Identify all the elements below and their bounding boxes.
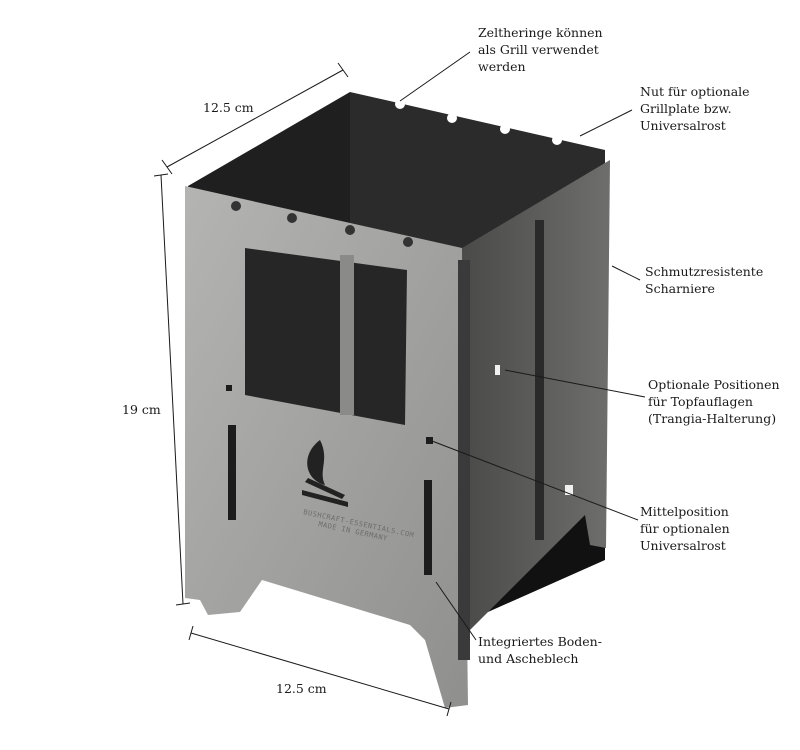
callout-ash-plate: Integriertes Boden- und Ascheblech bbox=[478, 634, 606, 666]
tent-peg-holes bbox=[395, 99, 562, 145]
front-holes bbox=[231, 201, 413, 247]
hinges-front bbox=[458, 260, 470, 660]
dimension-height-label: 19 cm bbox=[122, 402, 161, 417]
callout-tent-pegs: Zeltheringe können als Grill verwendet w… bbox=[478, 25, 607, 74]
dimension-top-label: 12.5 cm bbox=[203, 100, 254, 115]
hinges-right bbox=[535, 220, 544, 540]
dimension-bottom bbox=[188, 625, 452, 717]
front-window bbox=[245, 248, 407, 425]
air-slots bbox=[226, 385, 433, 575]
callout-hinges: Schmutzresistente Scharniere bbox=[645, 264, 767, 296]
pot-support-slots bbox=[495, 365, 573, 495]
dimension-height bbox=[153, 173, 191, 606]
flame-logo bbox=[302, 440, 348, 507]
callout-pot-supports: Optionale Positionen für Topfauflagen (T… bbox=[648, 377, 784, 426]
callout-middle-position: Mittelposition für optionalen Universalr… bbox=[640, 504, 734, 553]
dimension-top bbox=[161, 62, 349, 175]
leader-lines bbox=[399, 51, 646, 641]
window-hinge bbox=[340, 255, 354, 415]
dimension-bottom-label: 12.5 cm bbox=[276, 681, 327, 696]
callout-groove: Nut für optionale Grillplate bzw. Univer… bbox=[640, 84, 754, 133]
